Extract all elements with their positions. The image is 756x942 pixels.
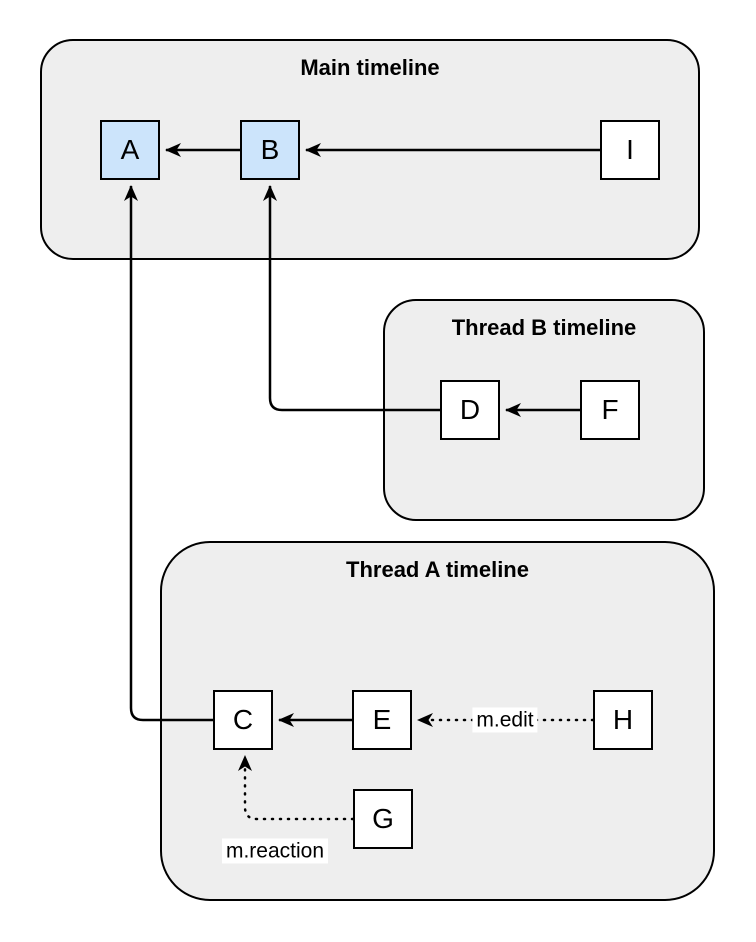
thread-a-timeline-title: Thread A timeline [346,557,529,582]
event-node-a-label: A [120,134,140,165]
event-node-d-label: D [459,394,481,425]
edge-label-m-edit: m.edit [472,707,538,733]
event-node-e-label: E [372,704,392,735]
event-node-i: I [600,120,660,180]
event-node-g-label: G [372,803,394,834]
event-node-e: E [352,690,412,750]
event-node-h-label: H [612,704,634,735]
event-node-g: G [353,789,413,849]
thread-b-timeline-title: Thread B timeline [451,315,637,340]
event-node-h: H [593,690,653,750]
edge-label-m-reaction: m.reaction [221,838,329,864]
event-node-d: D [440,380,500,440]
event-node-a: A [100,120,160,180]
event-node-b: B [240,120,300,180]
thread-b-timeline-container: Thread B timeline [383,299,705,521]
event-node-f: F [580,380,640,440]
event-node-c: C [213,690,273,750]
event-node-f-label: F [601,394,619,425]
event-node-i-label: I [626,134,634,165]
event-node-b-label: B [260,134,280,165]
main-timeline-title: Main timeline [300,55,440,80]
event-node-c-label: C [232,704,254,735]
